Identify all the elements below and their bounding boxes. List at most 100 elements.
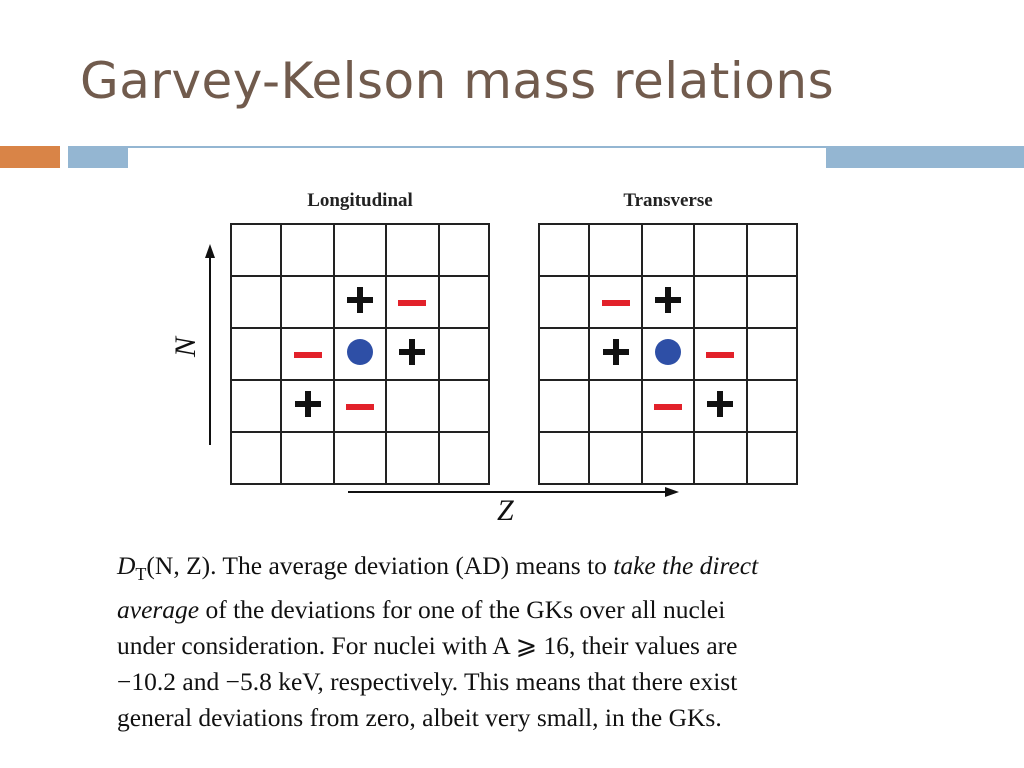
caption-l2-italic: average [117, 595, 200, 625]
grid-cell [640, 431, 696, 485]
panel-title-transverse: Transverse [623, 190, 713, 211]
grid-cell [229, 379, 283, 433]
grid-cell [332, 431, 388, 485]
caption-l1-text: (N, Z). The average deviation (AD) means… [146, 551, 607, 580]
minus-sign [653, 404, 682, 410]
grid-cell [280, 327, 335, 381]
caption-l1-italic: take the direct [613, 551, 759, 580]
grid-cell [588, 379, 643, 433]
grid-cell [537, 327, 591, 381]
grid-row [229, 275, 491, 329]
grid-cell [693, 275, 748, 329]
caption-line-5: general deviations from zero, albeit ver… [117, 703, 722, 733]
grid-cell [229, 275, 283, 329]
grid-row [537, 327, 799, 381]
plus-sign [294, 390, 321, 417]
accent-bar-orange [0, 146, 60, 168]
grid-cell [745, 327, 799, 381]
minus-sign [706, 352, 735, 358]
z-axis-label: Z [497, 494, 514, 527]
grid-row [229, 379, 491, 433]
accent-rule [128, 146, 826, 148]
grid-cell [537, 379, 591, 433]
grid-cell [280, 275, 335, 329]
grid-row [537, 379, 799, 433]
grid-cell [745, 431, 799, 485]
grid-cell [437, 275, 491, 329]
caption-line-4: −10.2 and −5.8 keV, respectively. This m… [117, 667, 738, 697]
grid-cell [693, 223, 748, 277]
grid-cell [229, 327, 283, 381]
minus-sign [398, 300, 427, 306]
grid-row [537, 275, 799, 329]
grid-cell [332, 379, 388, 433]
grid-cell [745, 275, 799, 329]
accent-bar-blue-left [68, 146, 128, 168]
grid-cell [588, 431, 643, 485]
grid-cell [385, 275, 440, 329]
grid-row [229, 327, 491, 381]
panel-title-longitudinal: Longitudinal [307, 190, 413, 211]
grid-cell [640, 379, 696, 433]
minus-sign [601, 300, 630, 306]
grid-row [229, 223, 491, 277]
grid-cell [229, 223, 283, 277]
plus-sign [654, 286, 681, 313]
grid-cell [693, 327, 748, 381]
grid-cell [332, 327, 388, 381]
plus-sign [346, 286, 373, 313]
grid-cell [437, 223, 491, 277]
symbol-d-subscript: T [135, 564, 147, 585]
grid-row [229, 431, 491, 485]
grid-cell [640, 275, 696, 329]
longitudinal-grid [229, 223, 491, 485]
n-axis-label: N [169, 336, 203, 358]
grid-cell [537, 275, 591, 329]
grid-cell [745, 223, 799, 277]
grid-cell [332, 275, 388, 329]
z-axis-arrowhead [665, 487, 679, 497]
symbol-d: D [117, 551, 136, 580]
grid-cell [385, 327, 440, 381]
grid-cell [437, 431, 491, 485]
grid-cell [745, 379, 799, 433]
grid-cell [537, 431, 591, 485]
slide-title: Garvey-Kelson mass relations [80, 52, 835, 110]
grid-cell [385, 223, 440, 277]
plus-sign [602, 338, 629, 365]
grid-cell [280, 431, 335, 485]
grid-cell [588, 275, 643, 329]
grid-cell [280, 379, 335, 433]
caption-line-2: average of the deviations for one of the… [117, 592, 909, 628]
grid-row [537, 431, 799, 485]
grid-cell [640, 223, 696, 277]
caption-text: DT(N, Z). The average deviation (AD) mea… [117, 548, 909, 736]
grid-cell [693, 431, 748, 485]
grid-cell [332, 223, 388, 277]
caption-l2-text: of the deviations for one of the GKs ove… [205, 595, 726, 625]
transverse-grid [537, 223, 799, 485]
grid-cell [640, 327, 696, 381]
grid-cell [588, 223, 643, 277]
nucleus-dot [654, 338, 681, 365]
grid-cell [385, 431, 440, 485]
caption-line-1: DT(N, Z). The average deviation (AD) mea… [117, 548, 909, 592]
grid-cell [280, 223, 335, 277]
grid-cell [588, 327, 643, 381]
nucleus-dot [346, 338, 373, 365]
plus-sign [707, 390, 734, 417]
minus-sign [345, 404, 374, 410]
minus-sign [293, 352, 322, 358]
grid-cell [437, 379, 491, 433]
plus-sign [399, 338, 426, 365]
grid-cell [385, 379, 440, 433]
grid-cell [693, 379, 748, 433]
accent-bar-blue-right [826, 146, 1024, 168]
n-axis-arrowhead [205, 244, 215, 258]
grid-cell [537, 223, 591, 277]
grid-row [537, 223, 799, 277]
caption-line-3: under consideration. For nuclei with A ⩾… [117, 631, 738, 661]
grid-cell [437, 327, 491, 381]
grid-cell [229, 431, 283, 485]
